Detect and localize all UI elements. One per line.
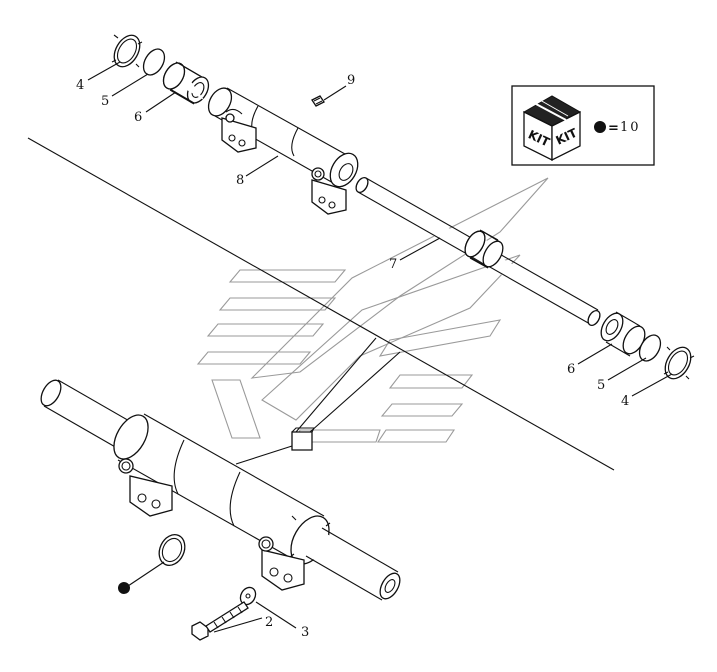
kit-item-number: 10	[620, 120, 641, 135]
callout-5-top: 5	[101, 94, 109, 109]
callout-4-top: 4	[76, 78, 84, 93]
piston-rod	[355, 176, 601, 327]
snap-ring-right	[663, 346, 695, 380]
kit-box-icon: KIT KIT	[522, 95, 582, 162]
cylinder-assembly-bottom	[40, 379, 401, 601]
o-ring-top	[142, 48, 166, 76]
callout-4-right: 4	[621, 394, 629, 409]
watermark-logo	[196, 177, 549, 443]
callout-3: 3	[301, 625, 309, 640]
bushing-top	[162, 61, 210, 105]
grease-fitting	[311, 95, 325, 107]
callout-6-top: 6	[134, 110, 142, 125]
kit-legend-box: KIT KIT = 10	[511, 85, 655, 166]
snap-ring-top	[111, 34, 143, 68]
reference-line	[27, 137, 615, 471]
cylinder-barrel-top	[207, 87, 359, 215]
kit-bullet-icon-bottom	[118, 582, 130, 594]
callout-2: 2	[265, 615, 273, 630]
detail-pointer	[235, 337, 401, 465]
callout-leaders	[87, 61, 673, 633]
bolt	[191, 601, 249, 641]
callout-9: 9	[347, 73, 355, 88]
kit-bullet-icon	[594, 121, 606, 133]
callout-8: 8	[236, 173, 244, 188]
kit-equals: =	[608, 121, 619, 136]
callout-7: 7	[389, 257, 397, 272]
callout-6-right: 6	[567, 362, 575, 377]
bushing-right	[600, 311, 646, 357]
callout-5-right: 5	[597, 378, 605, 393]
o-ring-bottom	[118, 533, 186, 594]
